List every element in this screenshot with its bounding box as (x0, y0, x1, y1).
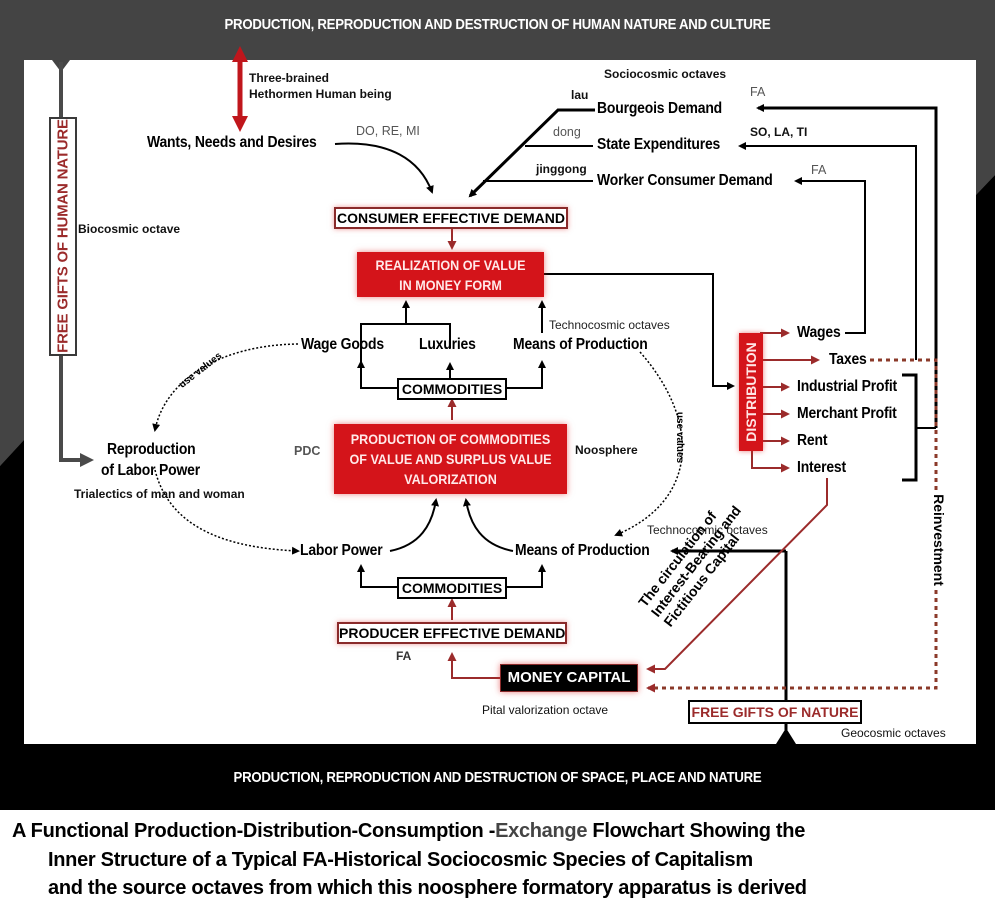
free-gifts-nature-label: FREE GIFTS OF NATURE (691, 704, 859, 720)
flow-connectors (152, 46, 938, 730)
caption-exchange-word: Exchange (495, 820, 588, 842)
realization-to-distribution (544, 273, 735, 390)
wage-goods-label: Wage Goods (301, 336, 384, 353)
commodities-bottom-label: COMMODITIES (401, 580, 503, 596)
free-gifts-human-nature-box: FREE GIFTS OF HUMAN NATURE (49, 117, 77, 356)
distribution-box: DISTRIBUTION (739, 333, 763, 451)
three-brained-label-2: Hethormen Human being (249, 87, 392, 101)
distribution-label: DISTRIBUTION (743, 342, 759, 442)
distribution-item-wages: Wages (797, 324, 841, 341)
distribution-item-rent: Rent (797, 432, 828, 449)
free-gifts-human-nature-label: FREE GIFTS OF HUMAN NATURE (54, 119, 72, 353)
pital-valorization-label: Pital valorization octave (482, 703, 609, 717)
top-band-title: PRODUCTION, REPRODUCTION AND DESTRUCTION… (224, 16, 771, 33)
reinvestment-line (646, 358, 938, 693)
realization-label-2: IN MONEY FORM (399, 276, 502, 293)
noosphere-label: Noosphere (575, 443, 638, 457)
bourgeois-connector (468, 108, 595, 198)
dong-label: dong (553, 125, 581, 139)
interest-to-money-capital (646, 478, 828, 674)
state-expenditures-label: State Expenditures (597, 136, 721, 153)
bourgeois-demand-label: Bourgeois Demand (597, 100, 723, 117)
reinvestment-label: Reinvestment (931, 492, 947, 588)
commodities-top-box: COMMODITIES (397, 378, 507, 400)
means-of-production-top-label: Means of Production (513, 336, 648, 353)
bottom-band-title: PRODUCTION, REPRODUCTION AND DESTRUCTION… (233, 769, 762, 786)
wants-needs-desires-label: Wants, Needs and Desires (147, 134, 317, 151)
commodities-bottom-box: COMMODITIES (397, 577, 507, 599)
biocosmic-label: Biocosmic octave (78, 222, 181, 236)
use-values-right-label: use values (674, 411, 686, 464)
geocosmic-label: Geocosmic octaves (841, 726, 946, 740)
technocosmic-top-label: Technocosmic octaves (549, 318, 670, 332)
reproduction-label-2: of Labor Power (101, 462, 201, 479)
caption-line-2: Inner Structure of a Typical FA-Historic… (48, 849, 753, 871)
distribution-item-merchant-profit: Merchant Profit (797, 405, 897, 422)
commodities-top-label: COMMODITIES (401, 381, 503, 397)
fa-worker-label: FA (811, 163, 827, 177)
production-label-1: PRODUCTION OF COMMODITIES (350, 431, 551, 447)
distribution-item-taxes: Taxes (829, 351, 867, 368)
bottom-wedge (776, 728, 796, 744)
caption-line-3: and the source octaves from which this n… (48, 877, 807, 899)
free-gifts-nature-box: FREE GIFTS OF NATURE (688, 700, 862, 724)
consumer-effective-demand-box: CONSUMER EFFECTIVE DEMAND (334, 207, 568, 229)
reproduction-label-1: Reproduction (107, 441, 196, 458)
so-la-ti-label: SO, LA, TI (750, 125, 808, 139)
production-label-2: OF VALUE AND SURPLUS VALUE (349, 451, 552, 467)
wages-to-worker-line (794, 177, 866, 334)
technocosmic-bottom-label: Technocosmic octaves (647, 523, 768, 537)
producer-effective-demand-box: PRODUCER EFFECTIVE DEMAND (337, 622, 567, 644)
wants-to-demand-connector (334, 142, 434, 194)
taxes-to-state-line (738, 142, 917, 360)
means-of-production-bottom-label: Means of Production (515, 542, 650, 559)
caption-line-1a: A Functional Production-Distribution-Con… (12, 820, 496, 842)
realization-box: REALIZATION OF VALUE IN MONEY FORM (357, 252, 544, 297)
realization-label-1: REALIZATION OF VALUE (375, 256, 526, 273)
jinggong-label: jinggong (536, 162, 587, 176)
sociocosmic-label: Sociocosmic octaves (604, 67, 727, 81)
trialectics-label: Trialectics of man and woman (74, 487, 245, 501)
worker-consumer-demand-label: Worker Consumer Demand (597, 172, 773, 189)
production-box: PRODUCTION OF COMMODITIES OF VALUE AND S… (334, 424, 567, 494)
fa-producer-label: FA (396, 649, 412, 663)
caption-line-1: A Functional Production-Distribution-Con… (12, 820, 805, 843)
distribution-item-industrial-profit: Industrial Profit (797, 378, 898, 395)
distribution-item-interest: Interest (797, 459, 846, 476)
producer-effective-demand-label: PRODUCER EFFECTIVE DEMAND (339, 625, 566, 641)
lau-label: lau (571, 88, 589, 102)
caption-line-1c: Flowchart Showing the (587, 820, 806, 842)
money-capital-box: MONEY CAPITAL (500, 664, 638, 692)
fa-bourgeois-label: FA (750, 85, 766, 99)
arrow-to-reproduction (80, 453, 94, 467)
use-values-left-arc (152, 343, 299, 432)
use-values-right-arc (614, 351, 684, 537)
three-brained-label-1: Three-brained (249, 71, 330, 85)
money-capital-label: MONEY CAPITAL (507, 669, 631, 686)
consumer-effective-demand-label: CONSUMER EFFECTIVE DEMAND (337, 210, 565, 226)
profit-to-bourgeois-line (756, 104, 938, 428)
labor-power-label: Labor Power (300, 542, 383, 559)
production-label-3: VALORIZATION (404, 471, 497, 487)
luxuries-label: Luxuries (419, 336, 476, 353)
do-re-mi-label: DO, RE, MI (356, 124, 420, 138)
pdc-label: PDC (294, 444, 321, 458)
